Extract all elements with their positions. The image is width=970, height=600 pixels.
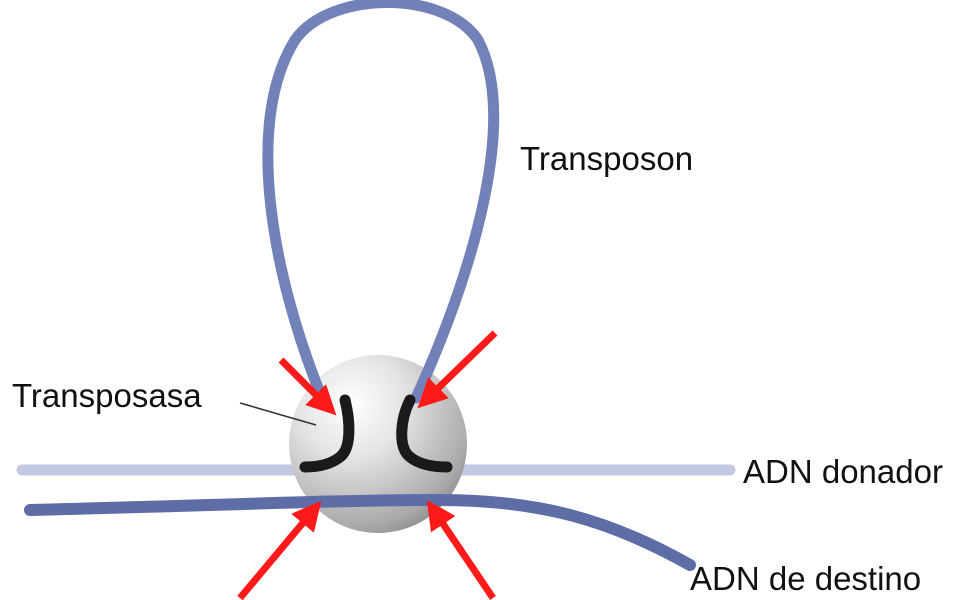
arrow-lower-right [435,512,493,598]
transposasa-label: Transposasa [12,379,202,412]
arrow-lower-left [240,512,312,598]
adn-donador-label: ADN donador [743,455,943,488]
adn-destino-label: ADN de destino [690,562,921,595]
transposon-loop [268,3,494,399]
transposon-label: Transposon [520,142,693,175]
